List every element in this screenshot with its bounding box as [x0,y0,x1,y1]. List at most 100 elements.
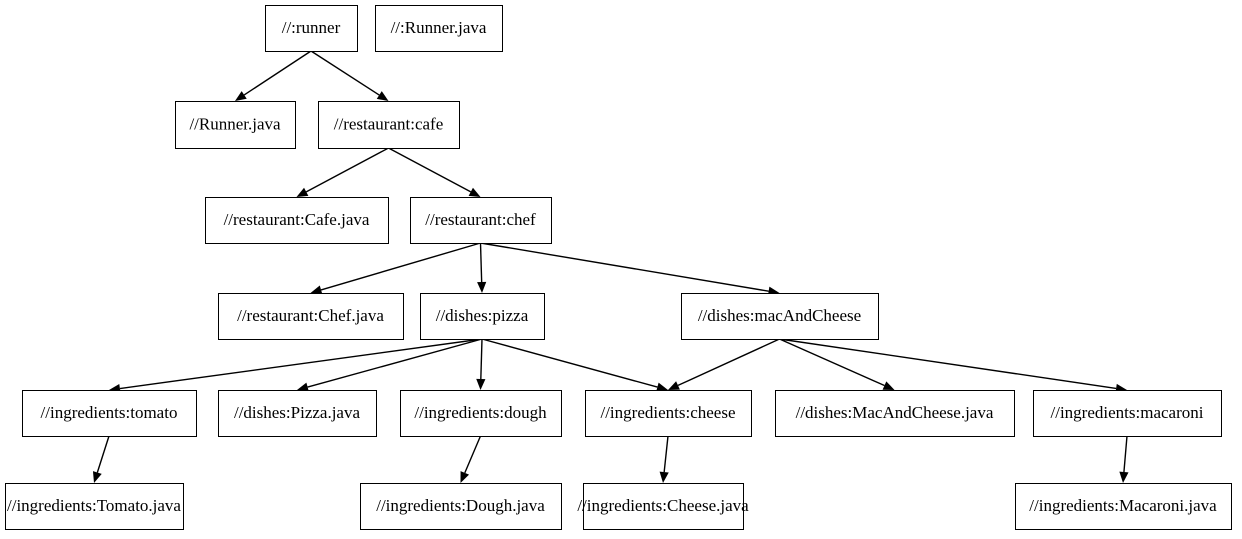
edge-line [677,338,780,387]
graph-node[interactable]: //restaurant:Cafe.java [205,197,389,244]
edge-arrowhead-icon [297,382,309,392]
graph-node[interactable]: //ingredients:Tomato.java [5,483,184,530]
node-box[interactable] [775,390,1015,437]
edge-line [481,338,658,388]
graph-node[interactable]: //dishes:macAndCheese [681,293,879,340]
node-box[interactable] [410,197,552,244]
graph-edge [480,242,780,296]
node-label: //dishes:MacAndCheese.java [796,403,994,422]
node-box[interactable] [400,390,562,437]
graph-node[interactable]: //Runner.java [175,101,296,149]
graph-edge [310,50,389,101]
node-label: //ingredients:macaroni [1051,403,1204,422]
edge-line [480,242,769,292]
node-box[interactable] [5,483,184,530]
graph-edge [668,338,780,390]
node-box[interactable] [318,101,460,149]
node-box[interactable] [1015,483,1232,530]
edge-line [480,338,483,380]
edge-line [96,435,110,473]
graph-node[interactable]: //ingredients:Macaroni.java [1015,483,1232,530]
graph-edge [109,338,483,394]
node-label: //ingredients:Dough.java [376,496,545,515]
graph-node[interactable]: //:Runner.java [375,5,503,52]
edge-line [307,338,483,388]
node-box[interactable] [265,5,358,52]
node-label: //restaurant:Cafe.java [224,210,370,229]
graph-node[interactable]: //restaurant:Chef.java [218,293,404,340]
edge-arrowhead-icon [235,91,247,101]
node-box[interactable] [375,5,503,52]
graph-node[interactable]: //ingredients:tomato [22,390,197,437]
graph-edge [477,242,487,293]
node-box[interactable] [1033,390,1222,437]
node-box[interactable] [681,293,879,340]
graph-node[interactable]: //restaurant:chef [410,197,552,244]
graph-node[interactable]: //ingredients:Dough.java [360,483,562,530]
edge-arrowhead-icon [1119,471,1129,483]
node-label: //dishes:macAndCheese [698,306,861,325]
node-box[interactable] [205,197,389,244]
graph-node[interactable]: //dishes:MacAndCheese.java [775,390,1015,437]
edge-line [310,50,380,96]
node-label: //dishes:pizza [436,306,529,325]
graph-node[interactable]: //ingredients:cheese [585,390,752,437]
edge-arrowhead-icon [477,281,487,293]
graph-node[interactable]: //dishes:pizza [420,293,545,340]
edge-line [1123,435,1128,473]
edge-line [305,147,389,193]
edge-line [320,242,481,291]
edge-arrowhead-icon [460,471,470,483]
edge-line [663,435,669,473]
graph-edge [460,435,482,483]
edge-arrowhead-icon [476,378,486,390]
node-label: //ingredients:tomato [41,403,178,422]
edge-arrowhead-icon [296,187,309,197]
graph-edge [296,147,389,197]
node-box[interactable] [218,293,404,340]
edge-arrowhead-icon [310,285,323,295]
graph-edge [476,338,486,390]
node-label: //ingredients:Cheese.java [577,496,749,515]
node-box[interactable] [360,483,562,530]
node-box[interactable] [175,101,296,149]
edge-line [119,338,483,390]
node-box[interactable] [218,390,377,437]
node-label: //ingredients:dough [414,403,547,422]
node-label: //:Runner.java [391,18,487,37]
graph-edge [388,147,481,197]
graph-node[interactable]: //restaurant:cafe [318,101,460,149]
graph-edge [659,435,669,483]
node-label: //:runner [282,18,341,37]
edge-arrowhead-icon [656,382,668,392]
graph-edge [310,242,481,295]
edge-line [779,338,885,387]
node-label: //restaurant:Chef.java [237,306,384,325]
node-label: //restaurant:cafe [334,114,444,133]
edge-line [779,338,1117,390]
edge-arrowhead-icon [659,471,669,483]
graph-node[interactable]: //dishes:Pizza.java [218,390,377,437]
nodes-layer: //:runner //:Runner.java //Runner.java //re… [5,5,1232,530]
edge-arrowhead-icon [92,471,102,483]
edge-arrowhead-icon [882,381,895,390]
edge-arrowhead-icon [668,381,680,390]
graph-edge [481,338,668,392]
node-box[interactable] [420,293,545,340]
node-box[interactable] [583,483,744,530]
edge-line [464,435,482,474]
graph-node[interactable]: //ingredients:macaroni [1033,390,1222,437]
graph-edge [297,338,483,392]
graph-edge [779,338,895,390]
node-box[interactable] [585,390,752,437]
graph-edge [92,435,110,483]
node-box[interactable] [22,390,197,437]
node-label: //Runner.java [189,114,281,133]
graph-node[interactable]: //ingredients:dough [400,390,562,437]
graph-node[interactable]: //:runner [265,5,358,52]
edge-line [479,242,483,283]
edge-line [243,50,312,96]
graph-node[interactable]: //ingredients:Cheese.java [577,483,749,530]
